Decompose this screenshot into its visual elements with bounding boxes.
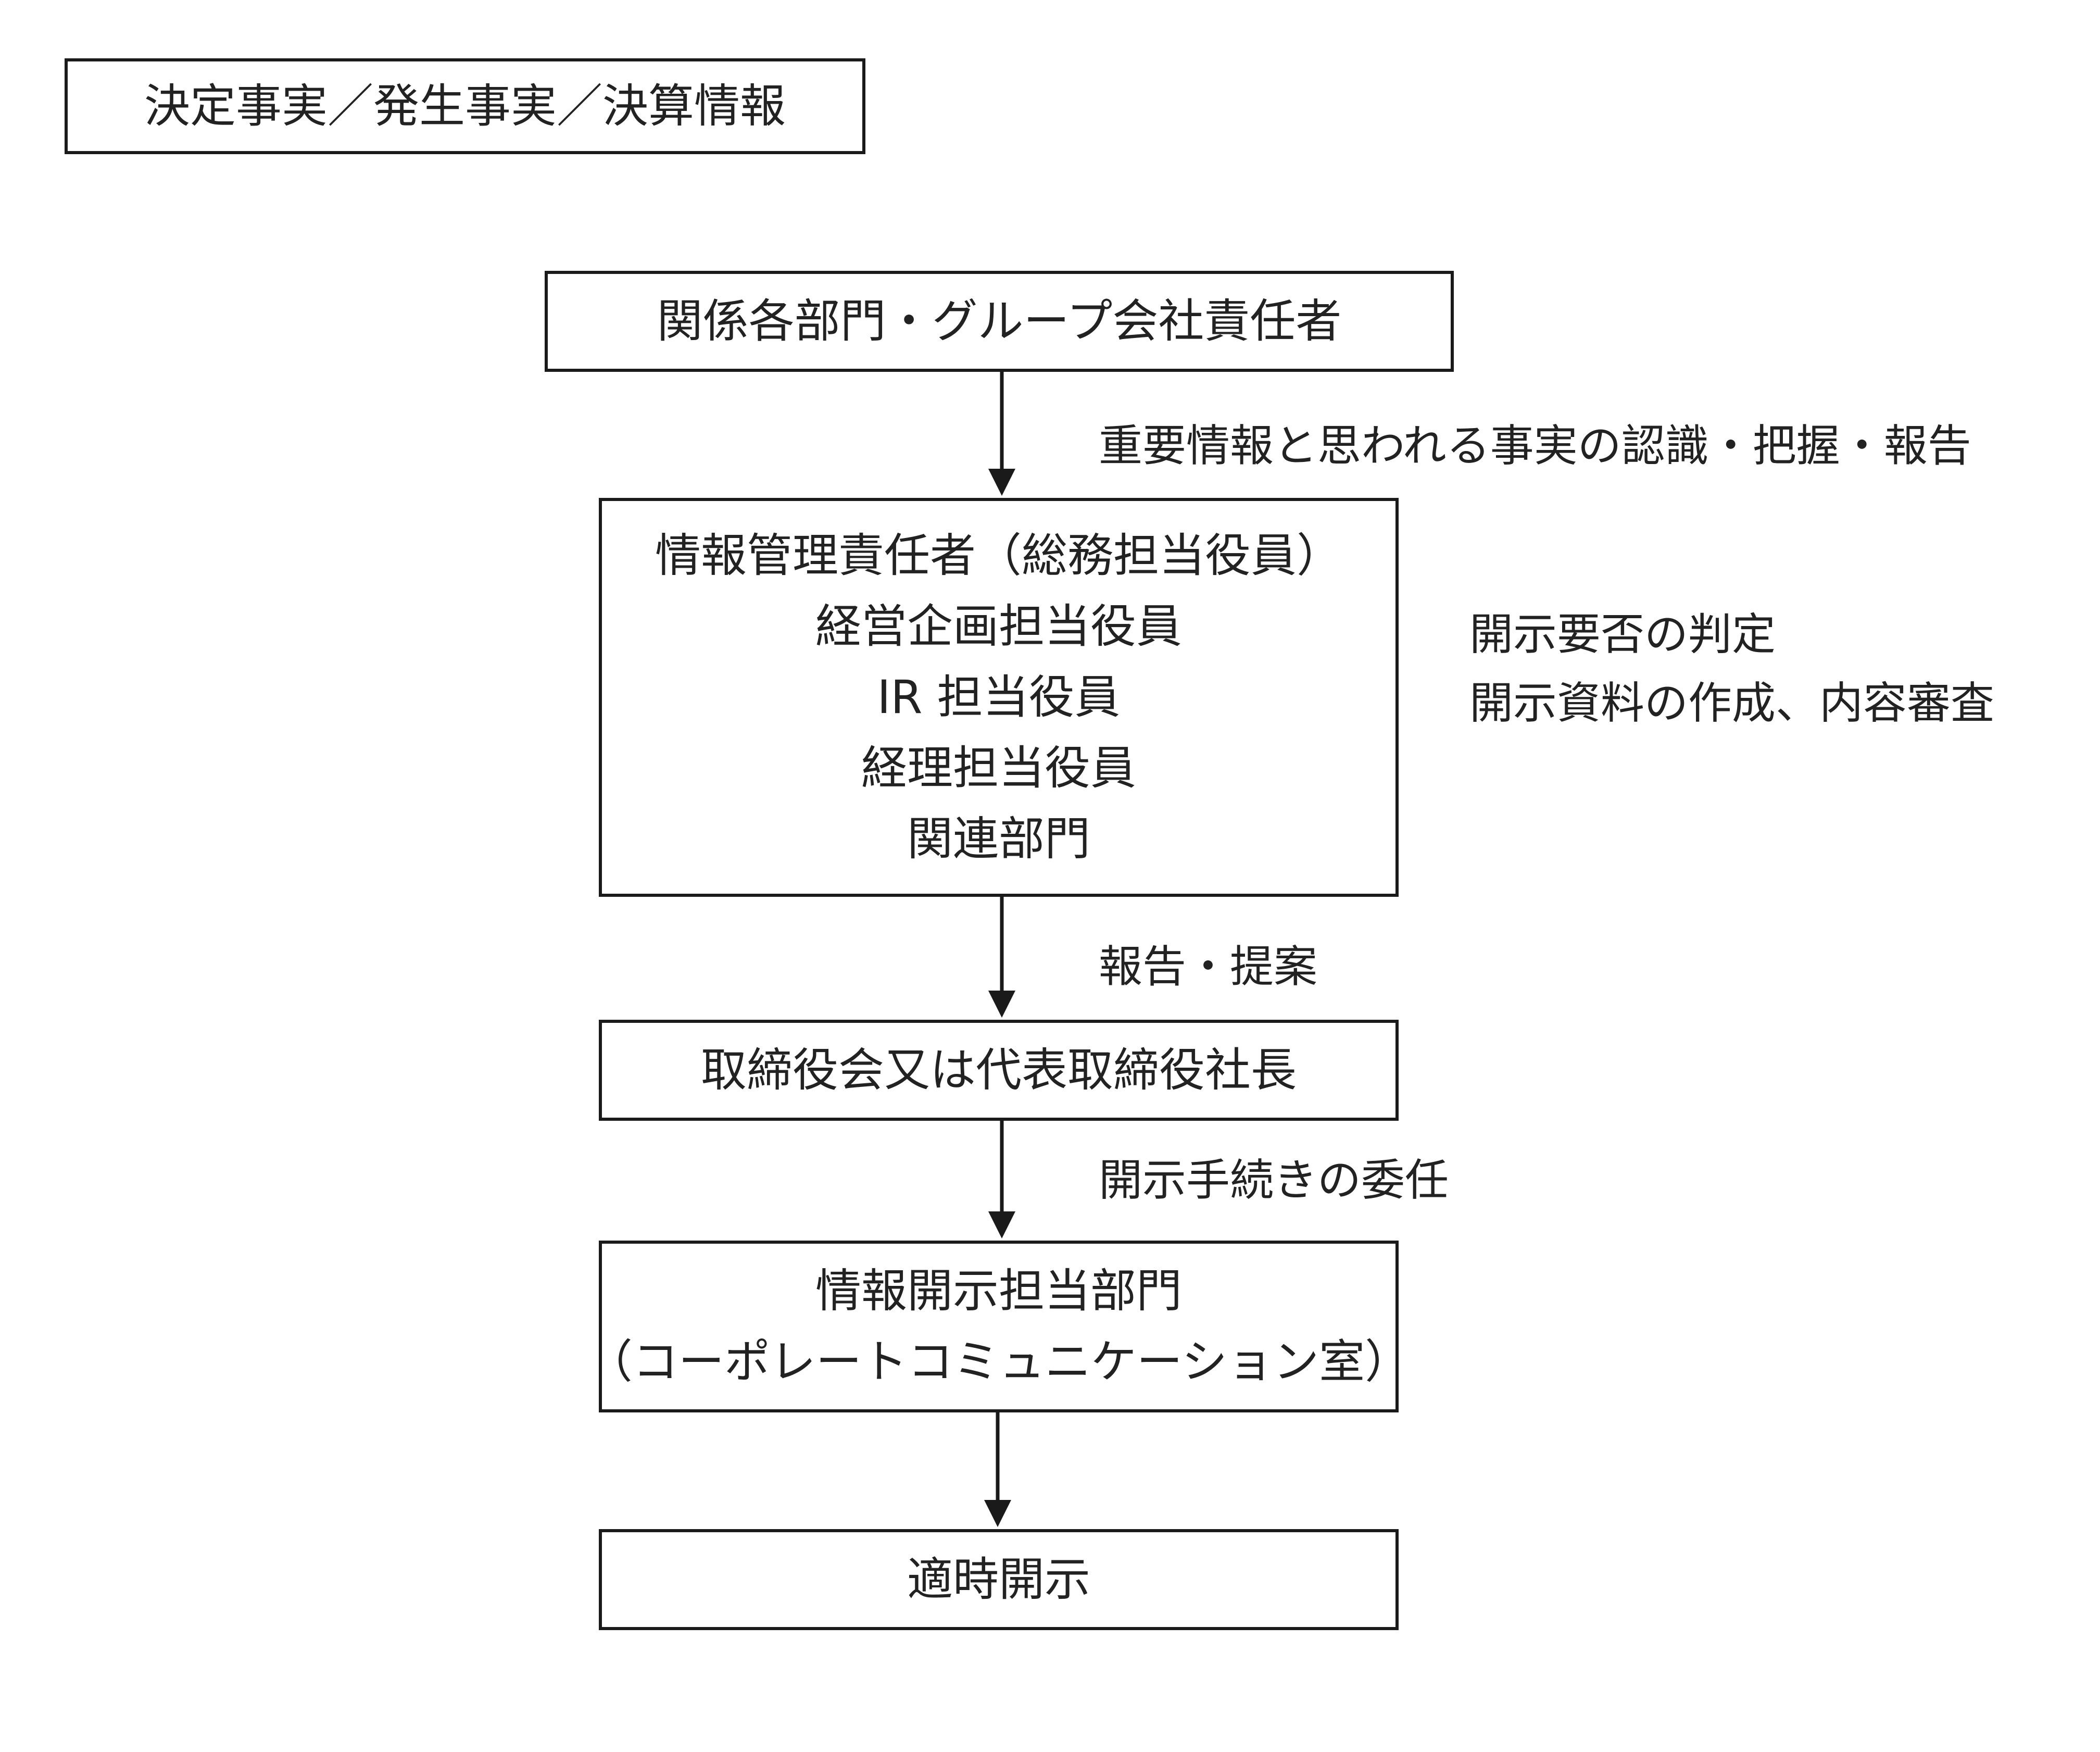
header-box-text: 決定事実／発生事実／決算情報 bbox=[144, 79, 786, 133]
edge-label-delegation: 開示手続きの委任 bbox=[1099, 1155, 1449, 1206]
node-info-manager-line-4: 経理担当役員 bbox=[861, 741, 1136, 795]
arrow-2-head bbox=[988, 991, 1015, 1018]
side-note-determination: 開示要否の判定 bbox=[1469, 609, 1776, 660]
node-disclosure-dept-line-2: （コーポレートコミュニケーション室） bbox=[586, 1335, 1411, 1388]
node-board: 取締役会又は代表取締役社長 bbox=[599, 1020, 1399, 1121]
node-info-manager-line-5: 関連部門 bbox=[907, 812, 1090, 866]
arrow-3-head bbox=[988, 1211, 1015, 1238]
node-info-manager-line-1: 情報管理責任者（総務担当役員） bbox=[655, 529, 1342, 582]
node-board-text: 取締役会又は代表取締役社長 bbox=[700, 1043, 1297, 1097]
node-responsible: 関係各部門・グループ会社責任者 bbox=[545, 271, 1454, 372]
node-disclosure-dept: 情報開示担当部門 （コーポレートコミュニケーション室） bbox=[587, 1241, 1411, 1412]
arrow-4-head bbox=[984, 1500, 1011, 1527]
node-info-manager-line-2: 経営企画担当役員 bbox=[815, 599, 1182, 653]
edge-label-report-proposal: 報告・提案 bbox=[1099, 941, 1318, 992]
header-box: 決定事実／発生事実／決算情報 bbox=[65, 58, 865, 154]
arrow-1-head bbox=[988, 469, 1015, 496]
node-timely-disclosure: 適時開示 bbox=[599, 1529, 1399, 1630]
node-responsible-text: 関係各部門・グループ会社責任者 bbox=[657, 294, 1342, 348]
node-disclosure-dept-line-1: 情報開示担当部門 bbox=[815, 1264, 1182, 1318]
node-info-manager: 情報管理責任者（総務担当役員） 経営企画担当役員 IR 担当役員 経理担当役員 … bbox=[599, 498, 1399, 897]
edge-label-recognition: 重要情報と思われる事実の認識・把握・報告 bbox=[1099, 420, 1971, 471]
side-note-review: 開示資料の作成、内容審査 bbox=[1469, 678, 1995, 729]
node-timely-disclosure-text: 適時開示 bbox=[907, 1553, 1090, 1606]
node-info-manager-line-3: IR 担当役員 bbox=[877, 670, 1121, 724]
